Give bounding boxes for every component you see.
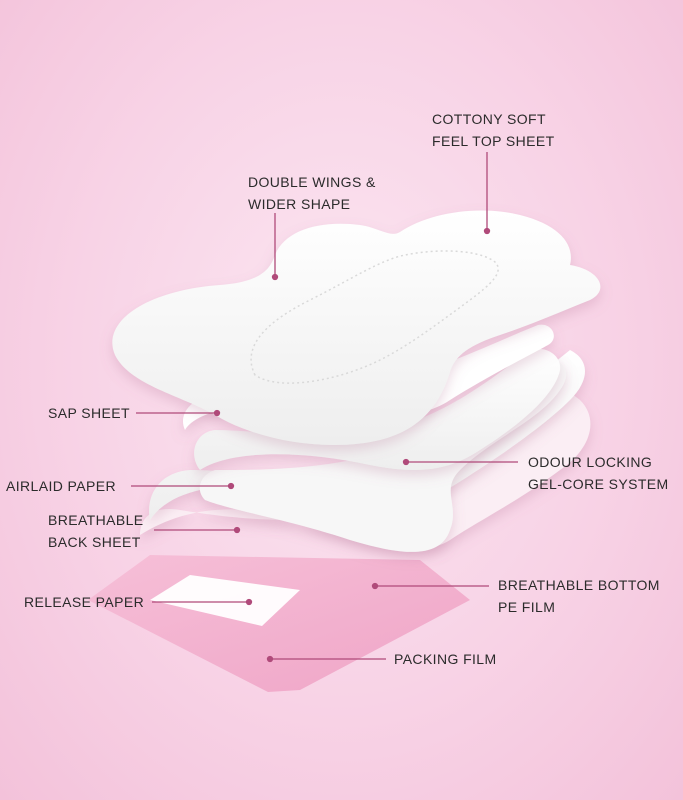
label-line: BREATHABLE bbox=[48, 512, 144, 528]
top-sheet-shape bbox=[112, 210, 601, 446]
leader-dot-odour bbox=[402, 458, 410, 466]
leader-dot-airlaid bbox=[227, 482, 235, 490]
leader-dot-back-sheet bbox=[233, 526, 241, 534]
leader-dot-sap bbox=[213, 409, 221, 417]
label-sap-sheet: SAP SHEET bbox=[48, 402, 130, 424]
label-release-paper: RELEASE PAPER bbox=[24, 591, 144, 613]
label-packing-film: PACKING FILM bbox=[394, 648, 497, 670]
label-line: DOUBLE WINGS & bbox=[248, 174, 376, 190]
top-sheet-emboss bbox=[250, 250, 499, 384]
release-paper-shape bbox=[150, 575, 300, 626]
label-odour-locking: ODOUR LOCKING GEL-CORE SYSTEM bbox=[528, 451, 669, 495]
label-line: RELEASE PAPER bbox=[24, 594, 145, 610]
label-line: BREATHABLE BOTTOM bbox=[498, 577, 660, 593]
label-airlaid-paper: AIRLAID PAPER bbox=[6, 475, 116, 497]
label-double-wings: DOUBLE WINGS & WIDER SHAPE bbox=[248, 171, 376, 215]
label-cottony-soft-top-sheet: COTTONY SOFT FEEL TOP SHEET bbox=[432, 108, 555, 152]
label-line: PACKING FILM bbox=[394, 651, 497, 667]
label-line: WIDER SHAPE bbox=[248, 196, 351, 212]
label-line: BACK SHEET bbox=[48, 534, 141, 550]
label-line: FEEL TOP SHEET bbox=[432, 133, 555, 149]
label-line: ODOUR LOCKING bbox=[528, 454, 653, 470]
leader-lines bbox=[131, 152, 518, 663]
label-line: AIRLAID PAPER bbox=[6, 478, 116, 494]
label-breathable-back-sheet: BREATHABLE BACK SHEET bbox=[48, 509, 144, 553]
leader-dot-bottom-film bbox=[371, 582, 379, 590]
label-breathable-bottom-film: BREATHABLE BOTTOM PE FILM bbox=[498, 574, 660, 618]
leader-dot-packing bbox=[266, 655, 274, 663]
label-line: GEL-CORE SYSTEM bbox=[528, 476, 669, 492]
label-line: PE FILM bbox=[498, 599, 556, 615]
label-line: SAP SHEET bbox=[48, 405, 130, 421]
leader-dot-cottony bbox=[483, 227, 491, 235]
leader-dot-wings bbox=[271, 273, 279, 281]
leader-dot-release bbox=[245, 598, 253, 606]
label-line: COTTONY SOFT bbox=[432, 111, 546, 127]
pe-film-shape bbox=[140, 385, 591, 549]
packing-film-shape bbox=[88, 555, 470, 692]
